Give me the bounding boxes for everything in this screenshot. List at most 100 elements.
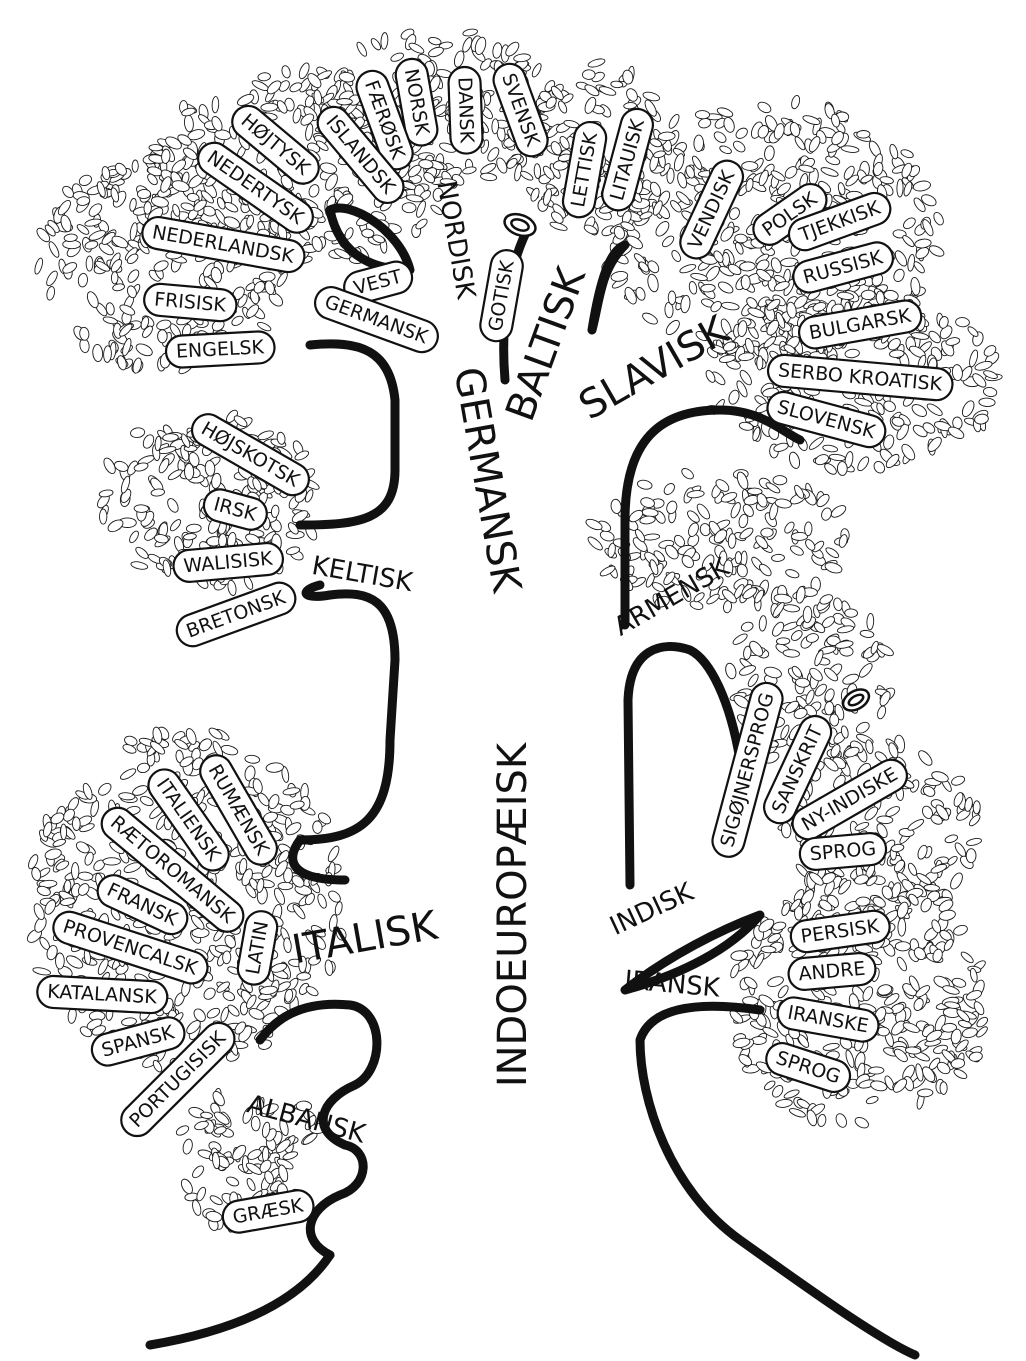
leaf (670, 249, 682, 263)
leaf (759, 615, 767, 631)
leaf (245, 1177, 256, 1192)
leaf (221, 990, 236, 1003)
leaf (637, 479, 653, 490)
leaf (861, 290, 875, 300)
leaf (132, 160, 138, 172)
leaf (804, 522, 812, 536)
leaf (261, 103, 278, 112)
leaf (99, 509, 106, 524)
leaf (928, 244, 946, 259)
leaf (917, 1089, 933, 1098)
leaf (829, 503, 848, 519)
leaf (47, 240, 61, 258)
leaf (103, 346, 112, 363)
leaf (584, 517, 603, 532)
leaf (868, 1067, 884, 1075)
leaf (281, 65, 292, 79)
leaf (790, 95, 801, 110)
leaf (184, 463, 193, 480)
leaf (258, 72, 271, 81)
leaf (665, 500, 678, 515)
leaf (326, 845, 341, 864)
leaf (151, 488, 165, 497)
leaf (96, 781, 113, 798)
leaf (900, 148, 915, 159)
leaf (134, 341, 154, 358)
leaf (642, 91, 660, 103)
leaf (940, 1082, 947, 1095)
leaf (829, 454, 846, 462)
leaf (983, 386, 998, 397)
leaf (428, 36, 442, 46)
leaf (906, 818, 925, 833)
leaf (688, 281, 698, 295)
leaf (190, 1164, 205, 1180)
leaf (102, 316, 118, 325)
leaf (973, 801, 980, 814)
leaf (822, 444, 838, 453)
leaf (741, 275, 750, 290)
leaf (402, 202, 416, 213)
leaf (92, 344, 103, 362)
leaf (337, 98, 353, 104)
leaf (126, 268, 141, 284)
leaf (667, 113, 681, 130)
leaf (712, 130, 728, 145)
leaf (27, 853, 40, 870)
leaf (687, 521, 701, 538)
leaf (587, 57, 606, 69)
leaf (854, 720, 871, 735)
leaf (222, 951, 231, 964)
leaf (165, 497, 180, 514)
leaf (87, 201, 104, 218)
leaf (191, 1199, 202, 1216)
leaf (803, 606, 812, 623)
leaf (86, 256, 93, 271)
leaf (415, 200, 428, 219)
leaf (643, 533, 660, 540)
leaf (225, 1175, 240, 1188)
leaf (305, 123, 314, 141)
leaf (952, 1067, 968, 1080)
leaf (854, 821, 870, 832)
leaf (200, 1112, 213, 1120)
leaf (866, 613, 874, 630)
leaf (788, 451, 802, 470)
leaf (99, 489, 114, 498)
leaf (912, 180, 931, 193)
leaf (46, 286, 56, 301)
leaf (783, 604, 800, 613)
leaf (169, 518, 183, 533)
leaf (739, 261, 755, 271)
leaf (785, 568, 800, 579)
leaf (953, 841, 968, 858)
leaf (530, 62, 542, 78)
leaf (789, 544, 805, 557)
leaf (776, 984, 790, 999)
leaf (838, 534, 849, 549)
leaf (245, 755, 261, 764)
leaf (757, 356, 763, 370)
leaf (207, 726, 224, 741)
leaf (860, 629, 875, 638)
label-indoeuropaeisk: INDOEUROPÆISK (490, 741, 536, 1087)
leaf (795, 586, 806, 604)
leaf (206, 1006, 222, 1020)
leaf (901, 234, 916, 248)
leaf (72, 817, 80, 831)
leaf (128, 530, 140, 545)
leaf (156, 318, 173, 331)
leaf (334, 901, 343, 916)
leaf (33, 257, 44, 275)
leaf (180, 201, 195, 212)
leaf (103, 858, 121, 865)
leaf (492, 119, 499, 134)
leaf (219, 1006, 230, 1022)
leaf (694, 135, 704, 152)
leaf (312, 821, 322, 834)
leaf (877, 816, 893, 824)
leaf (209, 1194, 224, 1206)
leaf (914, 238, 931, 249)
leaf (262, 1147, 269, 1162)
leaf (865, 1095, 879, 1105)
